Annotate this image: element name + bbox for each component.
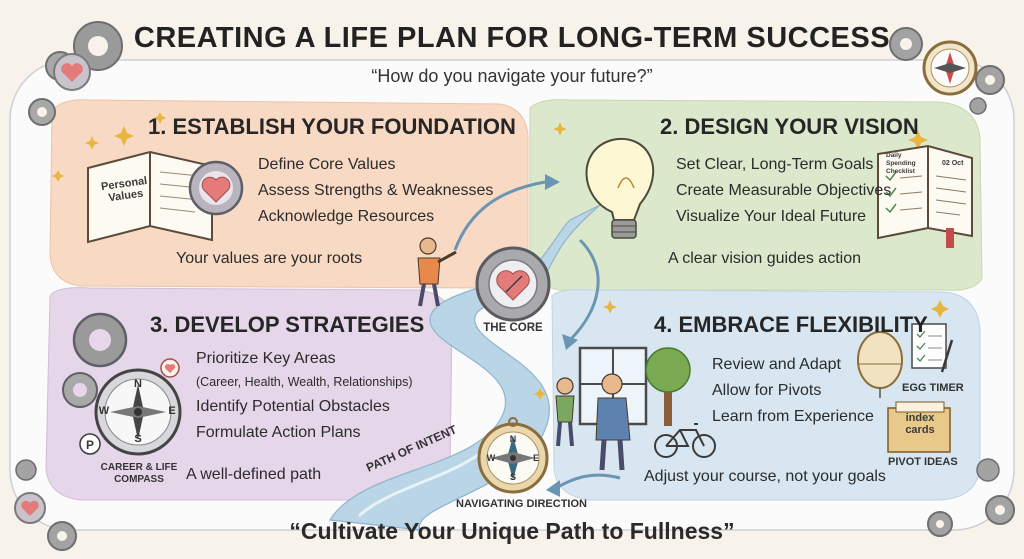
section-4-tagline: Adjust your course, not your goals	[644, 468, 886, 485]
compass-n-label: N	[134, 378, 142, 390]
flow-arrow-2-head	[562, 334, 578, 350]
section-1-item-2: Assess Strengths & Weaknesses	[258, 182, 494, 199]
page-title: CREATING A LIFE PLAN FOR LONG-TERM SUCCE…	[133, 22, 891, 54]
journal-label-line-2: Checklist	[886, 168, 915, 175]
section-2-tagline: A clear vision guides action	[668, 250, 861, 267]
flow-arrow-1	[453, 180, 546, 251]
section-2-item-2: Create Measurable Objectives	[676, 182, 892, 199]
section-1-title: 1. ESTABLISH YOUR FOUNDATION	[148, 114, 516, 139]
nav-compass-n-label: N	[509, 434, 517, 444]
section-2-item-1: Set Clear, Long-Term Goals	[676, 156, 874, 173]
compass-e-label: E	[168, 405, 176, 417]
journal-label-line-1: Daily Spending	[886, 152, 916, 167]
career-life-compass-icon	[94, 368, 182, 456]
flow-arrow-2	[568, 238, 600, 342]
section-3-title: 3. DEVELOP STRATEGIES	[150, 312, 425, 337]
compass-icon-top-right	[922, 40, 978, 96]
index-cards-line-2: cards	[905, 424, 935, 436]
section-1-item-3: Acknowledge Resources	[258, 208, 435, 225]
compass-s-label: S	[134, 433, 142, 445]
person-pointing-icon	[417, 237, 457, 307]
egg-timer-label: EGG TIMER	[902, 382, 964, 394]
p-badge-icon: P	[79, 433, 101, 455]
index-cards-label: index cards	[896, 412, 944, 436]
section-1-tagline: Your values are your roots	[176, 250, 363, 267]
section-4-title: 4. EMBRACE FLEXIBILITY	[654, 312, 928, 337]
navigating-compass-icon	[477, 417, 549, 494]
gear-icon-bottom-left	[14, 459, 77, 551]
svg-text:P: P	[86, 438, 94, 452]
gear-icon-top-right	[889, 27, 1005, 115]
section-3-item-3: Identify Potential Obstacles	[196, 398, 390, 415]
strategy-gears-icon	[62, 312, 180, 408]
flow-arrow-3	[555, 473, 621, 490]
core-label: THE CORE	[483, 322, 543, 334]
gear-icon-bottom-right	[927, 458, 1015, 537]
tree-icon	[645, 347, 691, 426]
section-4-item-1: Review and Adapt	[712, 356, 841, 373]
index-cards-line-1: index	[905, 412, 935, 424]
index-cards-box-icon	[887, 401, 951, 453]
compass-w-label: W	[98, 405, 110, 417]
navigating-direction-label: NAVIGATING DIRECTION	[456, 498, 587, 510]
heart-gear-icon	[188, 160, 244, 216]
two-people-icon	[555, 373, 631, 471]
section-3-item-4: Formulate Action Plans	[196, 424, 361, 441]
nav-compass-s-label: S	[509, 472, 516, 482]
section-4-item-2: Allow for Pivots	[712, 382, 822, 399]
compass-caption-line-1: CAREER & LIFE	[100, 462, 178, 473]
sparkle-icons	[52, 112, 949, 400]
compass-caption: CAREER & LIFE COMPASS	[94, 462, 184, 486]
nav-compass-w-label: W	[486, 453, 496, 463]
pivot-ideas-label: PIVOT IDEAS	[888, 456, 958, 468]
journal-date: 02 Oct	[942, 160, 964, 167]
journal-icon	[877, 144, 973, 248]
personal-values-book-icon	[87, 150, 213, 244]
page-subtitle: “How do you navigate your future?”	[371, 66, 653, 86]
section-4-item-3: Learn from Experience	[712, 408, 874, 425]
heart-gear-icon-top-left	[53, 53, 91, 91]
egg-timer-icon	[857, 331, 903, 398]
bicycle-icon	[654, 423, 716, 458]
section-3-item-1: Prioritize Key Areas	[196, 350, 336, 367]
checklist-icon	[911, 323, 954, 373]
journal-label: Daily Spending Checklist	[886, 152, 928, 176]
flow-arrow-3-head	[546, 480, 560, 497]
section-2-title: 2. DESIGN YOUR VISION	[660, 114, 919, 139]
core-gear-icon	[475, 246, 551, 322]
section-3-tagline: A well-defined path	[186, 466, 322, 483]
section-1-item-1: Define Core Values	[258, 156, 396, 173]
footer-quote: “Cultivate Your Unique Path to Fullness”	[289, 518, 735, 544]
section-3-item-2: (Career, Health, Wealth, Relationships)	[196, 375, 413, 389]
lightbulb-icon	[585, 137, 655, 239]
nav-compass-e-label: E	[532, 453, 539, 463]
section-2-item-3: Visualize Your Ideal Future	[676, 208, 867, 225]
flow-arrow-1-head	[545, 174, 560, 190]
compass-caption-line-2: COMPASS	[114, 474, 164, 485]
